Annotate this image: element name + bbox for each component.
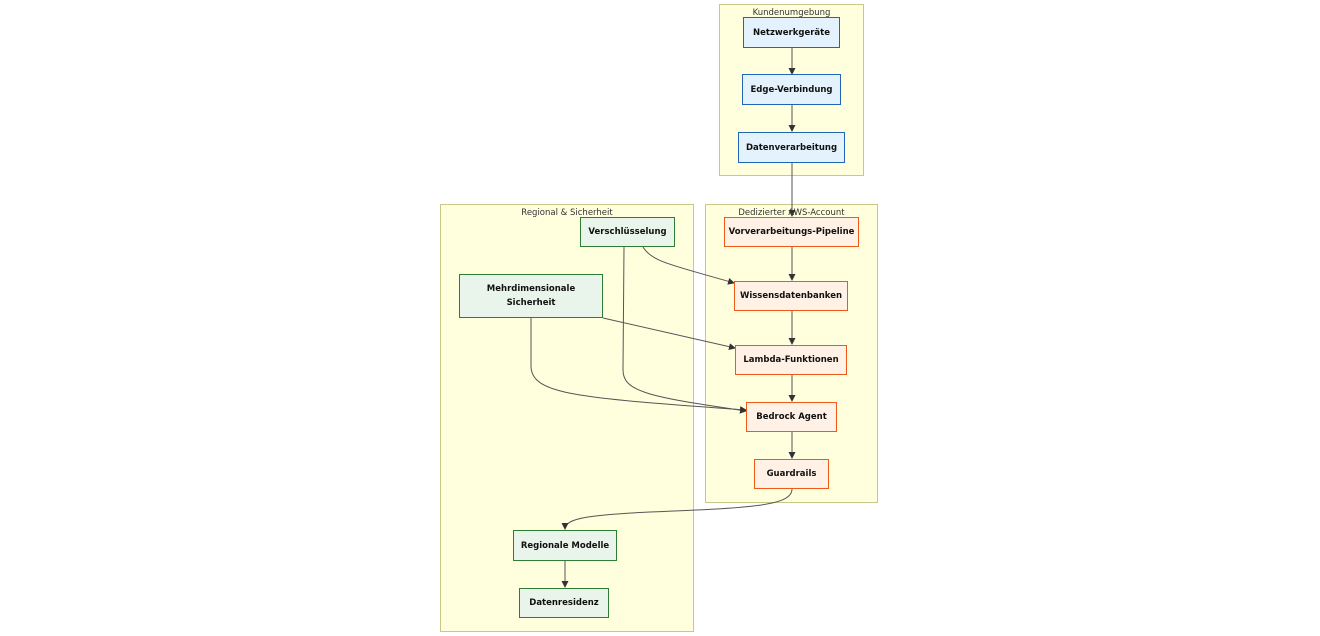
node-datenresidenz[interactable]: Datenresidenz bbox=[519, 588, 609, 618]
node-verschluesselung[interactable]: Verschlüsselung bbox=[580, 217, 675, 247]
node-edge-verbindung[interactable]: Edge-Verbindung bbox=[742, 74, 841, 105]
node-regionale-modelle[interactable]: Regionale Modelle bbox=[513, 530, 617, 561]
node-datenverarbeitung[interactable]: Datenverarbeitung bbox=[738, 132, 845, 163]
node-vorverarbeitungs-pipeline[interactable]: Vorverarbeitungs-Pipeline bbox=[724, 217, 859, 247]
node-lambda-funktionen[interactable]: Lambda-Funktionen bbox=[735, 345, 847, 375]
cluster-label-regional-sicherheit: Regional & Sicherheit bbox=[521, 208, 613, 218]
node-bedrock-agent[interactable]: Bedrock Agent bbox=[746, 402, 837, 432]
cluster-label-kundenumgebung: Kundenumgebung bbox=[752, 8, 831, 18]
node-wissensdatenbanken[interactable]: Wissensdatenbanken bbox=[734, 281, 848, 311]
cluster-regional-sicherheit: Regional & Sicherheit bbox=[440, 204, 694, 632]
node-netzwerkgeraete[interactable]: Netzwerkgeräte bbox=[743, 17, 840, 48]
node-mehrdimensionale-sicherheit[interactable]: Mehrdimensionale Sicherheit bbox=[459, 274, 603, 318]
node-guardrails[interactable]: Guardrails bbox=[754, 459, 829, 489]
